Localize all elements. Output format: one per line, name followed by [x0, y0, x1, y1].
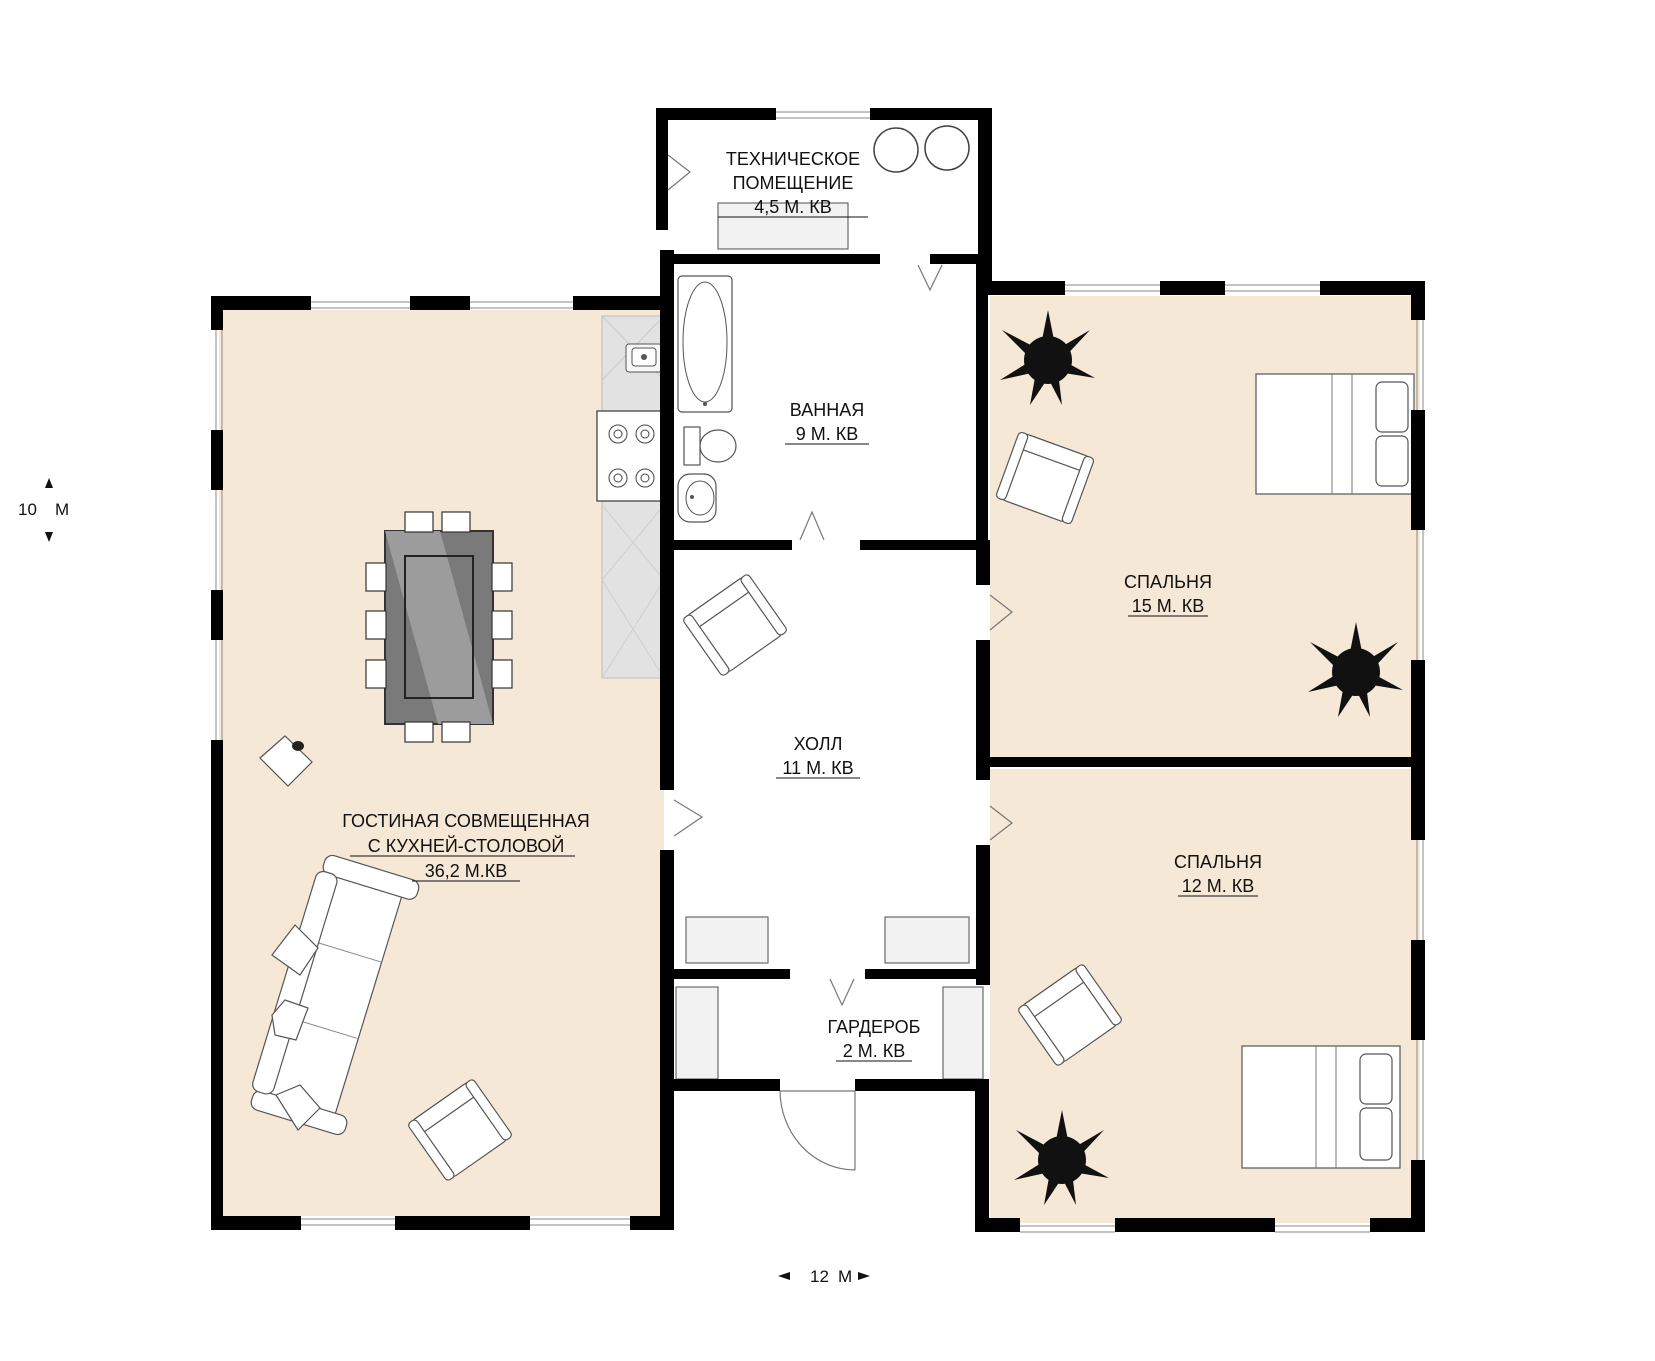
arrow-right-icon: [858, 1272, 870, 1280]
sink-icon: [625, 343, 663, 373]
room-labels: ТЕХНИЧЕСКОЕ ПОМЕЩЕНИЕ 4,5 М. КВ ВАННАЯ 9…: [342, 149, 1262, 1062]
bathroom-label: ВАННАЯ: [790, 400, 864, 420]
armchair-bedroom-1: [995, 431, 1095, 525]
technical-room-area: 4,5 М. КВ: [754, 197, 832, 217]
toilet-icon: [683, 426, 737, 466]
arrow-down-icon: [45, 532, 53, 542]
hall-label: ХОЛЛ: [794, 734, 843, 754]
width-dimension: 12 М: [778, 1267, 870, 1286]
side-table: [259, 735, 313, 787]
pillows: [271, 924, 321, 1131]
width-value: 12: [810, 1267, 829, 1286]
cabinet: [675, 916, 984, 1080]
armchair-living: [408, 1079, 512, 1181]
windows: [215, 111, 1424, 1233]
plant-icon: [1308, 622, 1403, 717]
technical-room-label: ТЕХНИЧЕСКОЕ: [726, 149, 860, 169]
height-value: 10: [18, 500, 37, 519]
width-unit: М: [838, 1267, 852, 1286]
wardrobe-label: ГАРДЕРОБ: [828, 1017, 921, 1037]
armchair-hall: [683, 574, 787, 676]
bathroom-area: 9 М. КВ: [796, 424, 859, 444]
arrow-left-icon: [778, 1272, 790, 1280]
walls: [211, 108, 1425, 1232]
technical-room-label: ПОМЕЩЕНИЕ: [733, 173, 854, 193]
height-unit: М: [55, 500, 69, 519]
wardrobe-area: 2 М. КВ: [843, 1041, 906, 1061]
bedroom-1-area: 15 М. КВ: [1132, 596, 1205, 616]
armchair-bedroom-2: [1018, 964, 1122, 1066]
stove-icon: [596, 410, 664, 502]
bedroom-2-label: СПАЛЬНЯ: [1174, 852, 1262, 872]
bedroom-1-label: СПАЛЬНЯ: [1124, 572, 1212, 592]
wardrobe-floor: [674, 980, 982, 1080]
bed-bedroom-2: [1241, 1045, 1401, 1169]
height-dimension: 10 М: [18, 478, 69, 542]
arrow-up-icon: [45, 478, 53, 488]
washbasin: [677, 473, 717, 523]
living-room-label: ГОСТИНАЯ СОВМЕЩЕННАЯ: [342, 811, 590, 831]
bathtub: [677, 275, 733, 413]
bedroom-2-area: 12 М. КВ: [1182, 876, 1255, 896]
boiler: [717, 125, 970, 250]
living-room-label: С КУХНЕЙ-СТОЛОВОЙ: [368, 835, 565, 856]
dining-table: [365, 511, 513, 743]
hall-area: 11 М. КВ: [782, 758, 853, 778]
kitchen-counter: [596, 315, 665, 679]
plant-icon: [1014, 1110, 1109, 1205]
plant-icon: [1000, 310, 1095, 405]
living-room-area: 36,2 М.КВ: [425, 861, 508, 881]
bed-bedroom-1: [1255, 373, 1415, 495]
doors: [667, 154, 1013, 1171]
